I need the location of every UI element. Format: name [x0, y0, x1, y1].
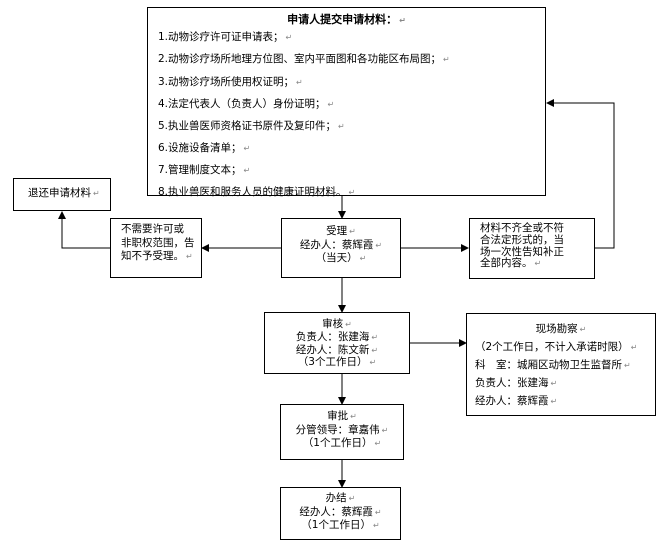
material-item: 5.执业兽医师资格证书原件及复印件；↵ [158, 119, 345, 132]
material-item: 6.设施设备清单；↵ [158, 142, 251, 154]
site-inspection-box: 现场勘察↵ （2个工作日，不计入承诺时限）↵ 科 室：城厢区动物卫生监督所↵ 负… [466, 313, 656, 416]
completion-handler: 经办人：蔡辉霞↵ [299, 505, 382, 518]
inspection-title: 现场勘察↵ [535, 323, 587, 335]
review-leader: 负责人：张建海↵ [295, 330, 379, 343]
accept-title: 受理↵ [326, 225, 356, 237]
incomplete-line: 材料不齐全或不符 [480, 222, 564, 234]
not-required-box: 不需要许可或 非职权范围，告 知不予受理。↵ [110, 218, 202, 278]
return-materials-box: 退还申请材料↵ [13, 178, 111, 211]
material-item: 8.执业兽医和服务人员的健康证明材料。↵ [158, 186, 356, 199]
incomplete-line: 合法定形式的，当 [480, 233, 564, 246]
completion-title: 办结↵ [325, 492, 356, 504]
material-item: 7.管理制度文本；↵ [158, 164, 251, 177]
approval-leader: 分管领导：章嘉伟↵ [295, 423, 389, 436]
review-box: 审核↵ 负责人：张建海↵ 经办人：陈文新↵ （3个工作日）↵ [264, 312, 410, 374]
material-item: 2.动物诊疗场所地理方位图、室内平面图和各功能区布局图；↵ [158, 53, 450, 66]
inspection-department: 科 室：城厢区动物卫生监督所↵ [475, 359, 631, 372]
arrow-not-required-to-return [58, 211, 110, 249]
materials-title: 申请人提交申请材料：↵ [287, 13, 406, 26]
inspection-duration: （2个工作日，不计入承诺时限）↵ [475, 341, 638, 354]
arrow-incomplete-to-materials [546, 99, 615, 249]
not-required-line: 非职权范围，告 [121, 236, 195, 249]
approval-box: 审批↵ 分管领导：章嘉伟↵ （1个工作日）↵ [280, 404, 404, 460]
not-required-line: 不需要许可或 [121, 223, 184, 235]
incomplete-materials-box: 材料不齐全或不符 合法定形式的，当 场一次性告知补正 全部内容。↵ [469, 218, 595, 279]
material-item: 3.动物诊疗场所使用权证明；↵ [158, 75, 303, 88]
materials-box: 申请人提交申请材料：↵ 1.动物诊疗许可证申请表；↵ 2.动物诊疗场所地理方位图… [147, 7, 546, 198]
completion-box: 办结↵ 经办人：蔡辉霞↵ （1个工作日）↵ [280, 487, 401, 540]
accept-box: 受理↵ 经办人：蔡辉霞↵ （当天）↵ [281, 218, 401, 278]
review-handler: 经办人：陈文新↵ [295, 343, 379, 356]
material-item: 4.法定代表人（负责人）身份证明；↵ [158, 97, 335, 110]
review-title: 审核↵ [322, 318, 352, 330]
return-text: 退还申请材料 [28, 187, 91, 199]
inspection-handler: 经办人：蔡辉霞↵ [475, 395, 558, 408]
incomplete-line: 全部内容。↵ [480, 257, 542, 270]
inspection-leader: 负责人：张建海↵ [475, 377, 558, 390]
completion-duration: （1个工作日）↵ [301, 519, 380, 532]
review-duration: （3个工作日）↵ [297, 356, 377, 369]
material-item: 1.动物诊疗许可证申请表；↵ [158, 31, 293, 44]
approval-duration: （1个工作日）↵ [302, 437, 382, 450]
accept-duration: （当天）↵ [315, 252, 367, 265]
incomplete-line: 场一次性告知补正 [480, 245, 564, 258]
not-required-line: 知不予受理。↵ [121, 250, 193, 263]
accept-handler: 经办人：蔡辉霞↵ [299, 238, 383, 251]
approval-title: 审批↵ [327, 410, 357, 422]
